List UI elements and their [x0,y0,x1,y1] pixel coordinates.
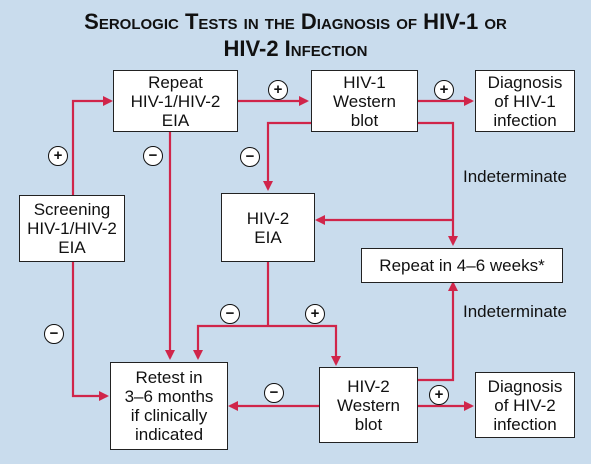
arrow-screening-to-repeat [71,96,113,195]
plus-sign-repeat: + [268,80,288,100]
arrow-screening-to-retest [71,262,109,401]
repeat-eia-text: Repeat HIV-1/HIV-2 EIA [130,72,221,130]
hiv1-western-blot-box: HIV-1 Western blot [311,70,418,132]
arrow-wb2-to-repeat-weeks [418,281,458,382]
indeterminate-label-1: Indeterminate [463,167,567,186]
screening-box: Screening HIV-1/HIV-2 EIA [19,195,125,262]
hiv2-western-blot-box: HIV-2 Western blot [319,367,418,443]
title-line-1: Serologic Tests in the Diagnosis of HIV-… [84,9,507,34]
diagnosis-hiv2-text: Diagnosis of HIV-2 infection [487,376,563,434]
title-line-2: HIV-2 Infection [223,36,368,61]
minus-sign-repeat: − [143,146,163,166]
repeat-eia-box: Repeat HIV-1/HIV-2 EIA [113,70,238,132]
hiv1-western-blot-text: HIV-1 Western blot [333,72,396,130]
hiv2-eia-text: HIV-2 EIA [246,208,290,247]
hiv2-western-blot-text: HIV-2 Western blot [337,376,400,434]
arrow-wb1-to-eia2 [263,121,311,191]
minus-sign-wb1: − [240,147,260,167]
minus-sign-eia2: − [220,304,240,324]
diagnosis-hiv1-text: Diagnosis of HIV-1 infection [487,72,563,130]
plus-sign-wb2: + [429,385,449,405]
retest-box: Retest in 3–6 months if clinically indic… [110,362,228,450]
minus-sign-screening: − [44,324,64,344]
diagnosis-hiv1-box: Diagnosis of HIV-1 infection [475,70,575,132]
arrow-wb1-to-repeat-weeks [418,121,458,246]
screening-text: Screening HIV-1/HIV-2 EIA [27,200,117,257]
plus-sign-eia2: + [305,304,325,324]
repeat-weeks-text: Repeat in 4–6 weeks* [379,256,545,275]
plus-sign-screening: + [48,146,68,166]
indeterminate-label-2: Indeterminate [463,302,567,321]
retest-text: Retest in 3–6 months if clinically indic… [124,368,214,444]
arrow-eia2-to-retest [193,324,268,360]
minus-sign-wb2: − [264,383,284,403]
diagnosis-hiv2-box: Diagnosis of HIV-2 infection [475,372,575,438]
repeat-weeks-box: Repeat in 4–6 weeks* [361,248,563,283]
hiv2-eia-box: HIV-2 EIA [221,193,315,262]
plus-sign-wb1: + [434,80,454,100]
diagram-title: Serologic Tests in the Diagnosis of HIV-… [0,8,591,62]
arrow-eia2-to-wb2 [268,324,341,366]
